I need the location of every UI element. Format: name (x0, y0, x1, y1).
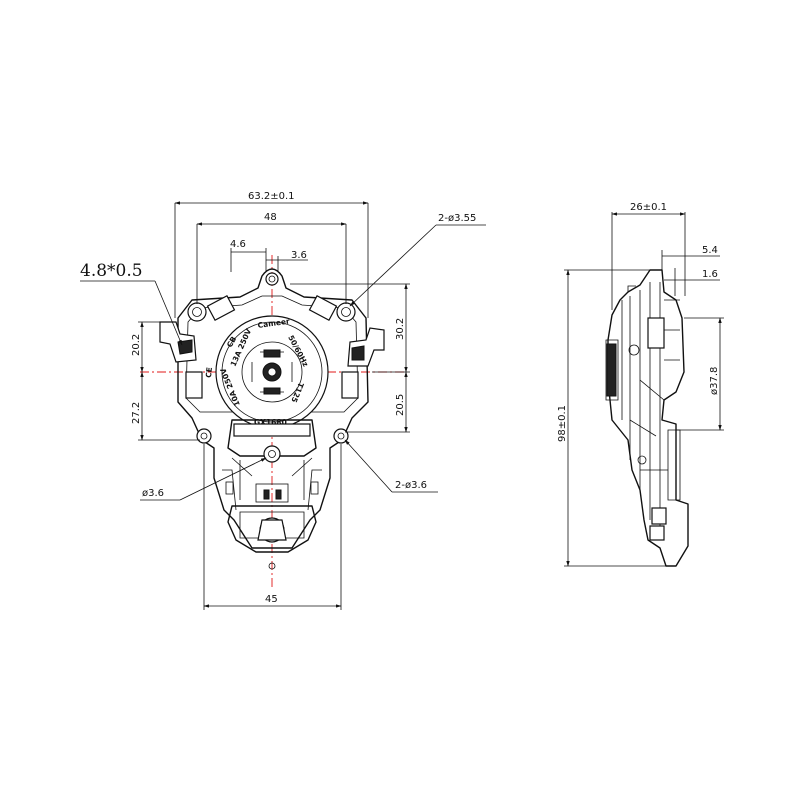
svg-text:2-ø3.6: 2-ø3.6 (395, 480, 427, 491)
dim-pin-offset: 4.6 (230, 239, 267, 272)
dim-pin-width: 3.6 (266, 250, 308, 272)
svg-text:20.5: 20.5 (395, 394, 406, 416)
side-view: 26±0.1 5.4 1.6 ø37.8 98±0.1 (557, 202, 724, 567)
bottom-left-hole (196, 428, 212, 444)
dim-side-height: 98±0.1 (557, 269, 670, 567)
bottom-housing (227, 505, 317, 553)
svg-text:45: 45 (265, 594, 278, 605)
leader-center-hole: ø3.6 (140, 457, 267, 501)
top-right-hole (336, 302, 356, 322)
svg-text:98±0.1: 98±0.1 (557, 405, 568, 442)
svg-text:3.6: 3.6 (291, 250, 307, 261)
dim-overall-width: 63.2±0.1 (174, 191, 369, 318)
base-plate-outline (177, 268, 369, 549)
bottom-right-hole (333, 428, 349, 444)
svg-text:1.6: 1.6 (702, 269, 718, 280)
svg-text:ø37.8: ø37.8 (709, 367, 720, 395)
brand-marking: Cameer (257, 317, 290, 330)
front-view: Cameer CB 13A 250V 50/60Hz CE 10A 250V T… (80, 191, 486, 610)
side-profile-outline (607, 269, 689, 567)
center-bottom-hole (263, 445, 281, 463)
svg-text:5.4: 5.4 (702, 245, 718, 256)
dim-side-depth: 26±0.1 (611, 202, 686, 310)
dim-side-diameter: ø37.8 (676, 317, 724, 431)
dim-side-offset-b: 1.6 (664, 268, 720, 296)
top-left-hole (187, 302, 207, 322)
dim-left-upper: 20.2 (131, 321, 165, 373)
lower-bracket (227, 419, 317, 457)
svg-text:4.6: 4.6 (230, 239, 246, 250)
svg-text:30.2: 30.2 (395, 318, 406, 340)
dim-side-offset-a: 5.4 (661, 245, 720, 270)
svg-text:20.2: 20.2 (131, 334, 142, 356)
top-pin (265, 272, 279, 286)
svg-text:63.2±0.1: 63.2±0.1 (248, 191, 295, 202)
svg-text:2-ø3.55: 2-ø3.55 (438, 213, 476, 224)
cert-right-marking: CE (204, 367, 214, 378)
leader-top-holes: 2-ø3.55 (349, 213, 486, 307)
dim-left-lower: 27.2 (131, 371, 200, 441)
leader-terminal: 4.8*0.5 (80, 261, 183, 346)
dim-hole-spacing: 48 (196, 212, 347, 304)
model-marking: GX1680 (254, 418, 287, 427)
dim-right-upper: 30.2 (290, 283, 410, 373)
svg-text:ø3.6: ø3.6 (142, 488, 164, 499)
dim-right-lower: 20.5 (345, 371, 410, 433)
leader-side-holes: 2-ø3.6 (344, 439, 438, 493)
svg-text:27.2: 27.2 (131, 402, 142, 424)
svg-text:48: 48 (264, 212, 277, 223)
svg-text:4.8*0.5: 4.8*0.5 (80, 261, 143, 281)
dim-bottom-width: 45 (203, 444, 342, 610)
svg-text:26±0.1: 26±0.1 (630, 202, 667, 213)
